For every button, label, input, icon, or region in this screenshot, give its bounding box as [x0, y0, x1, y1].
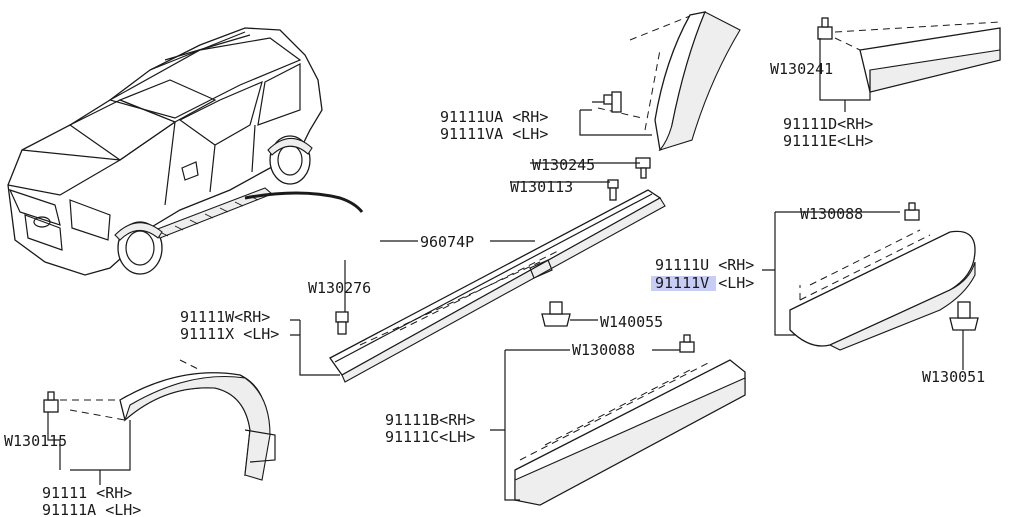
clip-icon: [335, 311, 349, 335]
label-91111e: 91111E<LH>: [783, 132, 873, 150]
label-91111v: 91111V <LH>: [655, 274, 754, 292]
label-w130113: W130113: [510, 178, 573, 196]
grommet-icon: [541, 301, 571, 327]
grommet-icon: [949, 301, 979, 331]
label-91111b: 91111B<RH>: [385, 411, 475, 429]
clip-icon: [607, 179, 619, 201]
clip-icon: [635, 157, 651, 179]
front-fender-arch: [60, 359, 276, 481]
label-w130088-center: W130088: [572, 341, 635, 359]
label-91111w: 91111W<RH>: [180, 308, 270, 326]
clip-icon: [817, 17, 833, 40]
label-91111ua: 91111UA <RH>: [440, 108, 548, 126]
door-lower-molding: [789, 229, 976, 351]
label-91111x: 91111X <LH>: [180, 325, 279, 343]
label-w130051: W130051: [922, 368, 985, 386]
clip-icon: [904, 202, 920, 221]
label-w130115: W130115: [4, 432, 67, 450]
label-w130245: W130245: [532, 156, 595, 174]
vehicle-illustration: [7, 27, 364, 276]
label-91111u: 91111U <RH>: [655, 256, 754, 274]
label-96074p: 96074P: [420, 233, 474, 251]
label-91111d: 91111D<RH>: [783, 115, 873, 133]
rear-fender-molding-upper: [597, 11, 741, 152]
label-w130088-right: W130088: [800, 205, 863, 223]
clip-icon: [43, 391, 59, 413]
front-door-molding: [514, 359, 746, 506]
clip-icon: [603, 91, 622, 113]
label-w130276: W130276: [308, 279, 371, 297]
label-91111a: 91111A <LH>: [42, 501, 141, 517]
clip-icon: [679, 334, 695, 353]
label-w140055: W140055: [600, 313, 663, 331]
rear-quarter-molding: [834, 21, 1001, 93]
label-91111: 91111 <RH>: [42, 484, 132, 502]
highlight-91111v: [651, 276, 716, 291]
side-sill-strip: [329, 189, 666, 383]
label-91111va: 91111VA <LH>: [440, 125, 548, 143]
label-91111c: 91111C<LH>: [385, 428, 475, 446]
label-w130241: W130241: [770, 60, 833, 78]
